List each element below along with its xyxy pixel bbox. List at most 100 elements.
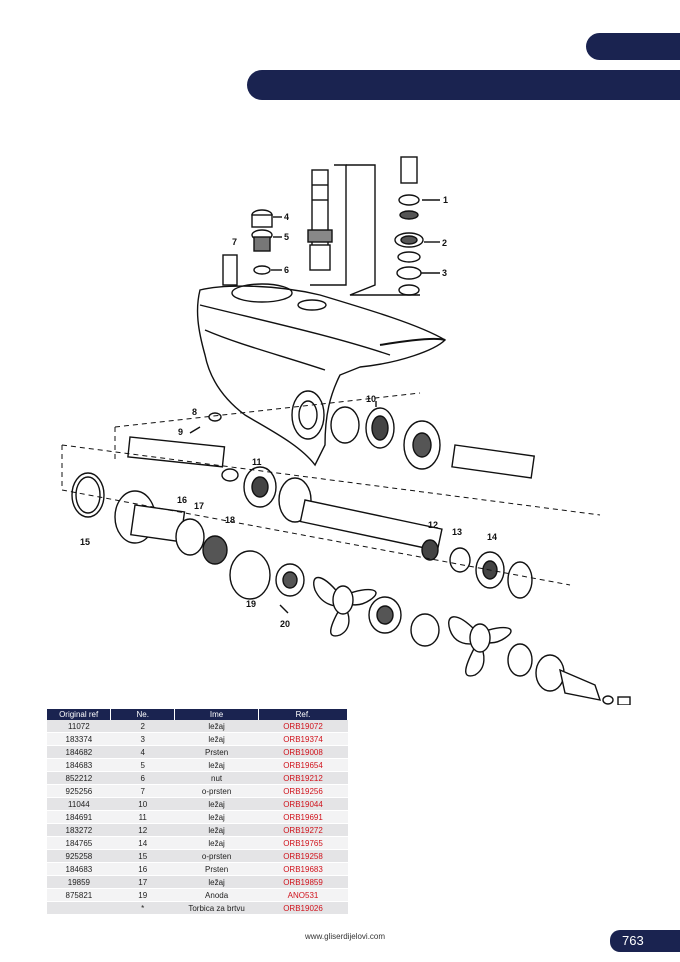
cell-original-ref: 184683 bbox=[47, 862, 111, 876]
cell-ref: ORB19765 bbox=[258, 836, 348, 850]
callout-labels: 1 2 3 4 5 6 7 8 9 10 11 12 13 14 15 16 1… bbox=[80, 195, 497, 629]
cell-number: 4 bbox=[110, 745, 175, 759]
callout-13: 13 bbox=[452, 527, 462, 537]
callout-7: 7 bbox=[232, 237, 237, 247]
cell-ref: ANO531 bbox=[258, 888, 348, 902]
cell-ref: ORB19859 bbox=[258, 875, 348, 889]
callout-3: 3 bbox=[442, 268, 447, 278]
cell-name: ležaj bbox=[174, 823, 259, 837]
cell-name: Prsten bbox=[174, 862, 259, 876]
callout-18: 18 bbox=[225, 515, 235, 525]
callout-11: 11 bbox=[252, 457, 262, 467]
cell-name: ležaj bbox=[174, 875, 259, 889]
lower-shaft-left bbox=[127, 412, 277, 508]
propeller-shaft bbox=[278, 477, 533, 599]
callout-2: 2 bbox=[442, 238, 447, 248]
col-header-name: Ime bbox=[174, 709, 259, 720]
cell-ref: ORB19212 bbox=[258, 771, 348, 785]
pinion-gear-group bbox=[291, 390, 536, 479]
cell-ref: ORB19072 bbox=[258, 720, 348, 733]
col-header-ref: Ref. bbox=[258, 709, 348, 720]
cell-ref: ORB19272 bbox=[258, 823, 348, 837]
cell-name: ležaj bbox=[174, 758, 259, 772]
cell-original-ref: 852212 bbox=[47, 771, 111, 785]
cell-number: 14 bbox=[110, 836, 175, 850]
cell-number: 5 bbox=[110, 758, 175, 772]
cell-ref: ORB19374 bbox=[258, 732, 348, 746]
cell-number: 2 bbox=[110, 720, 175, 733]
cell-ref: ORB19008 bbox=[258, 745, 348, 759]
cell-ref: ORB19258 bbox=[258, 849, 348, 863]
cell-original-ref: 11044 bbox=[47, 797, 111, 811]
cell-number: 12 bbox=[110, 823, 175, 837]
cell-ref: ORB19683 bbox=[258, 862, 348, 876]
cell-number: 10 bbox=[110, 797, 175, 811]
cell-number: 16 bbox=[110, 862, 175, 876]
callout-19: 19 bbox=[246, 599, 256, 609]
exploded-parts-diagram: 1 2 3 4 5 6 7 8 9 10 11 12 13 14 15 16 1… bbox=[61, 156, 631, 705]
callout-12: 12 bbox=[428, 520, 438, 530]
callout-15: 15 bbox=[80, 537, 90, 547]
cell-name: ležaj bbox=[174, 720, 259, 733]
cell-number: 11 bbox=[110, 810, 175, 824]
cell-original-ref: 183374 bbox=[47, 732, 111, 746]
cell-original-ref: 925256 bbox=[47, 784, 111, 798]
cell-ref: ORB19026 bbox=[258, 901, 348, 915]
cell-ref: ORB19691 bbox=[258, 810, 348, 824]
cell-number: * bbox=[110, 901, 175, 915]
cell-number: 15 bbox=[110, 849, 175, 863]
callout-8: 8 bbox=[192, 407, 197, 417]
cell-original-ref: 875821 bbox=[47, 888, 111, 902]
cell-name: nut bbox=[174, 771, 259, 785]
cell-ref: ORB19256 bbox=[258, 784, 348, 798]
propeller-rear bbox=[448, 616, 631, 705]
cell-original-ref: 183272 bbox=[47, 823, 111, 837]
cell-ref: ORB19654 bbox=[258, 758, 348, 772]
cell-name: ležaj bbox=[174, 797, 259, 811]
bearing-carrier bbox=[71, 472, 305, 614]
cell-name: ležaj bbox=[174, 732, 259, 746]
cell-original-ref: 184682 bbox=[47, 745, 111, 759]
callout-20: 20 bbox=[280, 619, 290, 629]
callout-1: 1 bbox=[443, 195, 448, 205]
cell-number: 7 bbox=[110, 784, 175, 798]
bearing-stack-right bbox=[346, 156, 440, 296]
cell-name: o-prsten bbox=[174, 784, 259, 798]
cell-name: ležaj bbox=[174, 836, 259, 850]
callout-9: 9 bbox=[178, 427, 183, 437]
cell-number: 6 bbox=[110, 771, 175, 785]
callout-4: 4 bbox=[284, 212, 289, 222]
cell-original-ref: 11072 bbox=[47, 720, 111, 733]
cell-number: 17 bbox=[110, 875, 175, 889]
footer-website[interactable]: www.gliserdijelovi.com bbox=[305, 932, 386, 941]
cell-original-ref: 19859 bbox=[47, 875, 111, 889]
cell-original-ref: 184683 bbox=[47, 758, 111, 772]
cell-ref: ORB19044 bbox=[258, 797, 348, 811]
cell-original-ref bbox=[47, 901, 111, 915]
cell-name: ležaj bbox=[174, 810, 259, 824]
cell-number: 3 bbox=[110, 732, 175, 746]
guide-lines bbox=[61, 392, 601, 586]
drive-shaft bbox=[307, 164, 347, 286]
callout-16: 16 bbox=[177, 495, 187, 505]
cell-number: 19 bbox=[110, 888, 175, 902]
cell-original-ref: 184691 bbox=[47, 810, 111, 824]
callout-5: 5 bbox=[284, 232, 289, 242]
col-header-number: Ne. bbox=[110, 709, 176, 720]
header-tab-small bbox=[586, 33, 680, 60]
propeller-front bbox=[313, 576, 440, 647]
